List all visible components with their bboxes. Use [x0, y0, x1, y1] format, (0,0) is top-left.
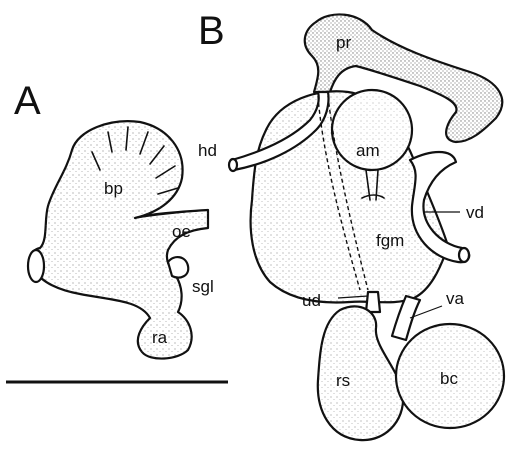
label-fgm: fgm: [376, 231, 404, 250]
label-rs: rs: [336, 371, 350, 390]
panel-a: A bp oe sgl ra: [6, 79, 228, 382]
vd-tip: [459, 248, 469, 262]
panel-b-letter: B: [198, 9, 225, 53]
label-bc: bc: [440, 369, 458, 388]
rs-stipple: [318, 306, 403, 440]
label-va: va: [446, 289, 465, 308]
uterine-duct: [366, 292, 380, 312]
label-ra: ra: [152, 328, 168, 347]
label-hd: hd: [198, 141, 217, 160]
label-oe: oe: [172, 222, 191, 241]
panel-b: B pr am hd: [198, 9, 504, 440]
hd-duct-tip: [229, 159, 237, 171]
panel-a-letter: A: [14, 79, 41, 123]
label-ud: ud: [302, 291, 321, 310]
label-pr: pr: [336, 33, 351, 52]
panel-a-salivary-gland: [168, 257, 188, 277]
label-bp: bp: [104, 179, 123, 198]
panel-a-left-lobe: [28, 250, 44, 282]
label-vd: vd: [466, 203, 484, 222]
label-am: am: [356, 141, 380, 160]
label-sgl: sgl: [192, 277, 214, 296]
